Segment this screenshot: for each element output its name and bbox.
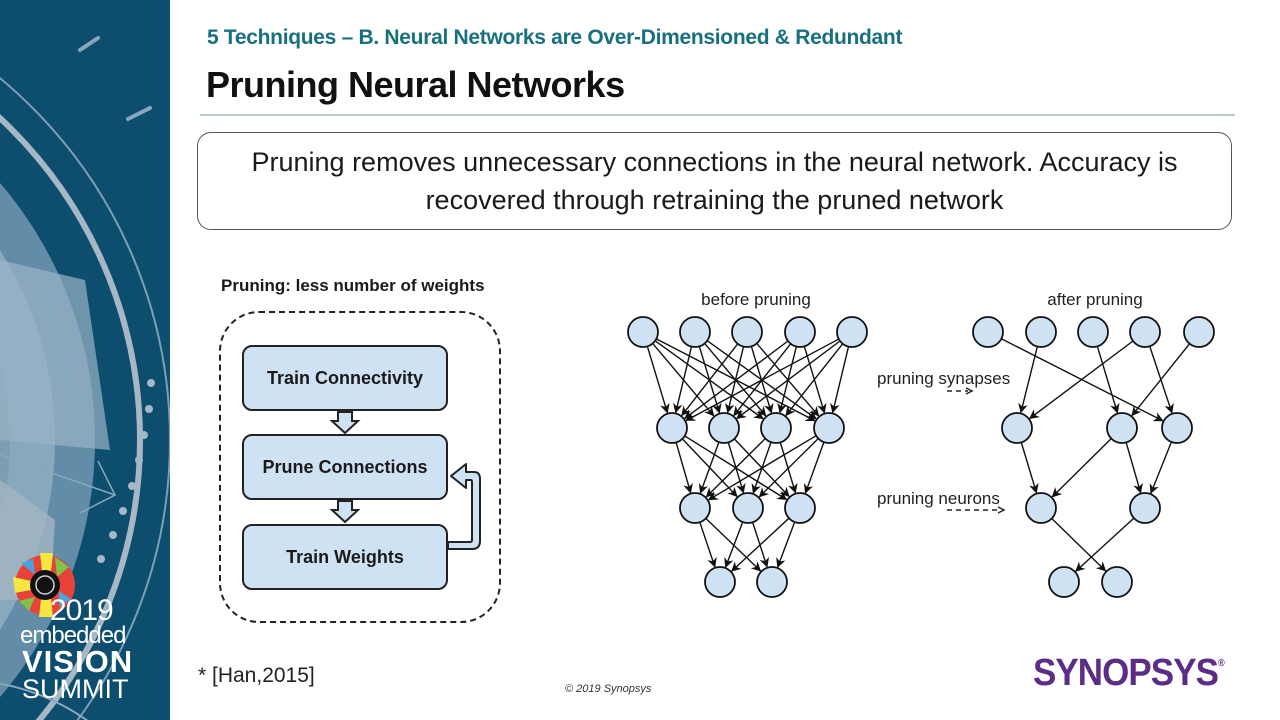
- synapse-edge: [1020, 442, 1039, 494]
- neuron-node: [756, 566, 788, 598]
- synapse-edge: [675, 442, 693, 494]
- synapse-edge: [705, 438, 766, 498]
- logo-embedded: embedded: [20, 622, 126, 649]
- synapse-edge: [1075, 517, 1135, 572]
- neuron-node: [679, 316, 711, 348]
- synapse-edge: [1149, 441, 1173, 495]
- flow-step-prune-connections: Prune Connections: [242, 434, 448, 500]
- neuron-node: [731, 316, 763, 348]
- neuron-node: [1001, 412, 1033, 444]
- sidebar-arcs-graphic: [0, 36, 170, 720]
- synapse-edge: [707, 435, 817, 501]
- neuron-node: [627, 316, 659, 348]
- synapse-edge: [830, 346, 850, 414]
- synapse-edge: [776, 521, 796, 568]
- synapse-edge: [785, 343, 844, 417]
- neuron-node: [784, 316, 816, 348]
- pruning-synapses-label: pruning synapses: [877, 369, 1011, 388]
- synapse-edge: [1131, 343, 1191, 417]
- after-pruning-label: after pruning: [1047, 290, 1142, 309]
- slide-title: Pruning Neural Networks: [206, 64, 625, 105]
- pruning-neurons-label: pruning neurons: [877, 489, 1000, 508]
- synapse-edge: [731, 517, 790, 572]
- neuron-node: [679, 492, 711, 524]
- neuron-node: [708, 412, 740, 444]
- neuron-node: [656, 412, 688, 444]
- flowchart-title: Pruning: less number of weights: [221, 276, 485, 295]
- after-pruning-network: [972, 316, 1215, 598]
- synapse-edge: [646, 346, 670, 414]
- synapse-edge: [1051, 517, 1107, 572]
- before-pruning-label: before pruning: [701, 290, 811, 309]
- synapse-edge: [1018, 346, 1039, 414]
- neuron-node: [784, 492, 816, 524]
- logo-summit: SUMMIT: [22, 674, 129, 704]
- neuron-node: [1025, 316, 1057, 348]
- neuron-node: [1161, 412, 1193, 444]
- neuron-node: [813, 412, 845, 444]
- flow-step-label: Prune Connections: [262, 456, 428, 477]
- pruning-synapses-arrow: [947, 387, 974, 395]
- summary-text: Pruning removes unnecessary connections …: [251, 147, 1178, 215]
- flow-step-label: Train Connectivity: [266, 367, 424, 388]
- neuron-node: [1183, 316, 1215, 348]
- neuron-node: [836, 316, 868, 348]
- flow-step-label: Train Weights: [286, 546, 404, 567]
- registered-mark: ®: [1217, 658, 1225, 669]
- synapse-edge: [758, 438, 819, 498]
- neuron-node: [1101, 566, 1133, 598]
- neuron-node: [760, 412, 792, 444]
- synapse-edge: [684, 340, 789, 419]
- pruning-neurons-arrow: [947, 506, 1006, 514]
- before-pruning-network: [627, 316, 868, 598]
- brand-name: SYNOPSYS: [1033, 652, 1219, 694]
- synapse-edge: [750, 346, 774, 414]
- synapse-edge: [685, 338, 840, 422]
- neuron-node: [732, 492, 764, 524]
- citation: * [Han,2015]: [198, 664, 315, 687]
- synapse-edge: [681, 343, 739, 417]
- synapse-edge: [1125, 442, 1143, 494]
- flowchart-dashed-frame: [219, 311, 501, 623]
- synapse-edge: [1029, 340, 1134, 419]
- slide-subtitle: 5 Techniques – B. Neural Networks are Ov…: [207, 26, 903, 49]
- synapse-edge: [673, 346, 693, 414]
- synapse-edge: [1096, 346, 1120, 414]
- copyright: © 2019 Synopsys: [565, 683, 652, 695]
- flow-step-train-weights: Train Weights: [242, 524, 448, 590]
- neuron-node: [1129, 492, 1161, 524]
- synapse-edge: [705, 517, 762, 572]
- neuron-node: [972, 316, 1004, 348]
- title-divider: [200, 114, 1235, 116]
- synapse-edge: [736, 340, 841, 419]
- neuron-node: [1077, 316, 1109, 348]
- logo-year: 2019: [50, 594, 114, 627]
- synapse-edge: [699, 521, 717, 568]
- flow-step-train-connectivity: Train Connectivity: [242, 345, 448, 411]
- synapse-edge: [1051, 438, 1112, 498]
- synapse-edge: [779, 442, 798, 494]
- neuron-node: [1048, 566, 1080, 598]
- logo-vision: VISION: [22, 644, 134, 679]
- neuron-node: [1025, 492, 1057, 524]
- synapse-edge: [803, 441, 825, 494]
- neuron-node: [1106, 412, 1138, 444]
- synapse-edge: [724, 521, 744, 568]
- synapse-edge: [698, 441, 720, 494]
- synopsys-logo: SYNOPSYS®: [1033, 652, 1225, 695]
- neuron-node: [704, 566, 736, 598]
- sidebar-decoration: 2019 embedded VISION SUMMIT: [0, 0, 170, 720]
- summary-callout: Pruning removes unnecessary connections …: [197, 132, 1232, 230]
- neuron-node: [1129, 316, 1161, 348]
